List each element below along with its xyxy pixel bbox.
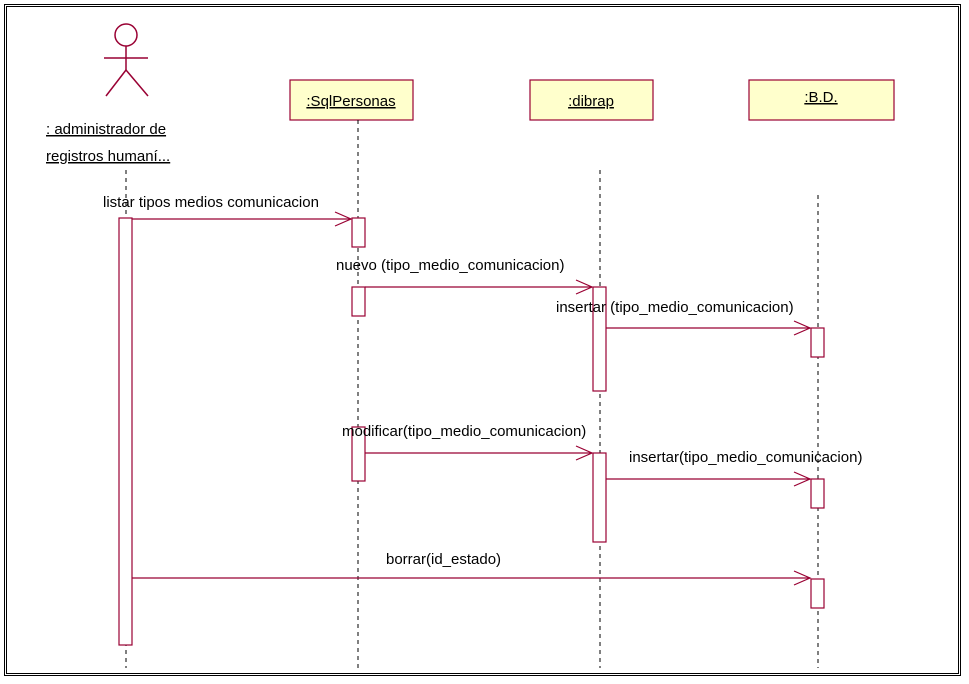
object-dibrap: :dibrap [529,79,654,121]
activation-sqlpersonas-1 [351,217,366,248]
activation-sqlpersonas-3 [351,426,366,482]
message-arrow [365,279,594,295]
activation-bd-2 [810,478,825,509]
message-arrow [132,211,353,227]
activation-bd-1 [810,327,825,358]
message-arrow [606,471,812,487]
message-label: modificar(tipo_medio_comunicacion) [342,423,586,440]
message-label: borrar(id_estado) [386,551,501,568]
object-label: :B.D. [804,89,837,106]
activation-actor [118,217,133,646]
message-label: insertar (tipo_medio_comunicacion) [556,299,794,316]
actor-label-line2: registros humaní... [46,148,170,165]
actor-label-line1: : administrador de [46,121,166,138]
object-bd: :B.D. [748,79,895,121]
activation-dibrap-2 [592,452,607,543]
message-label: nuevo (tipo_medio_comunicacion) [336,257,564,274]
message-label: insertar(tipo_medio_comunicacion) [629,449,862,466]
message-label: listar tipos medios comunicacion [103,194,319,211]
message-arrow [606,320,812,336]
message-arrow [132,570,812,586]
activation-sqlpersonas-2 [351,286,366,317]
object-sqlpersonas: :SqlPersonas [289,79,414,121]
message-arrow [365,445,594,461]
activation-dibrap-1 [592,286,607,392]
object-label: :dibrap [568,93,614,110]
object-label: :SqlPersonas [306,93,395,110]
actor-icon [104,23,149,97]
activation-bd-3 [810,578,825,609]
